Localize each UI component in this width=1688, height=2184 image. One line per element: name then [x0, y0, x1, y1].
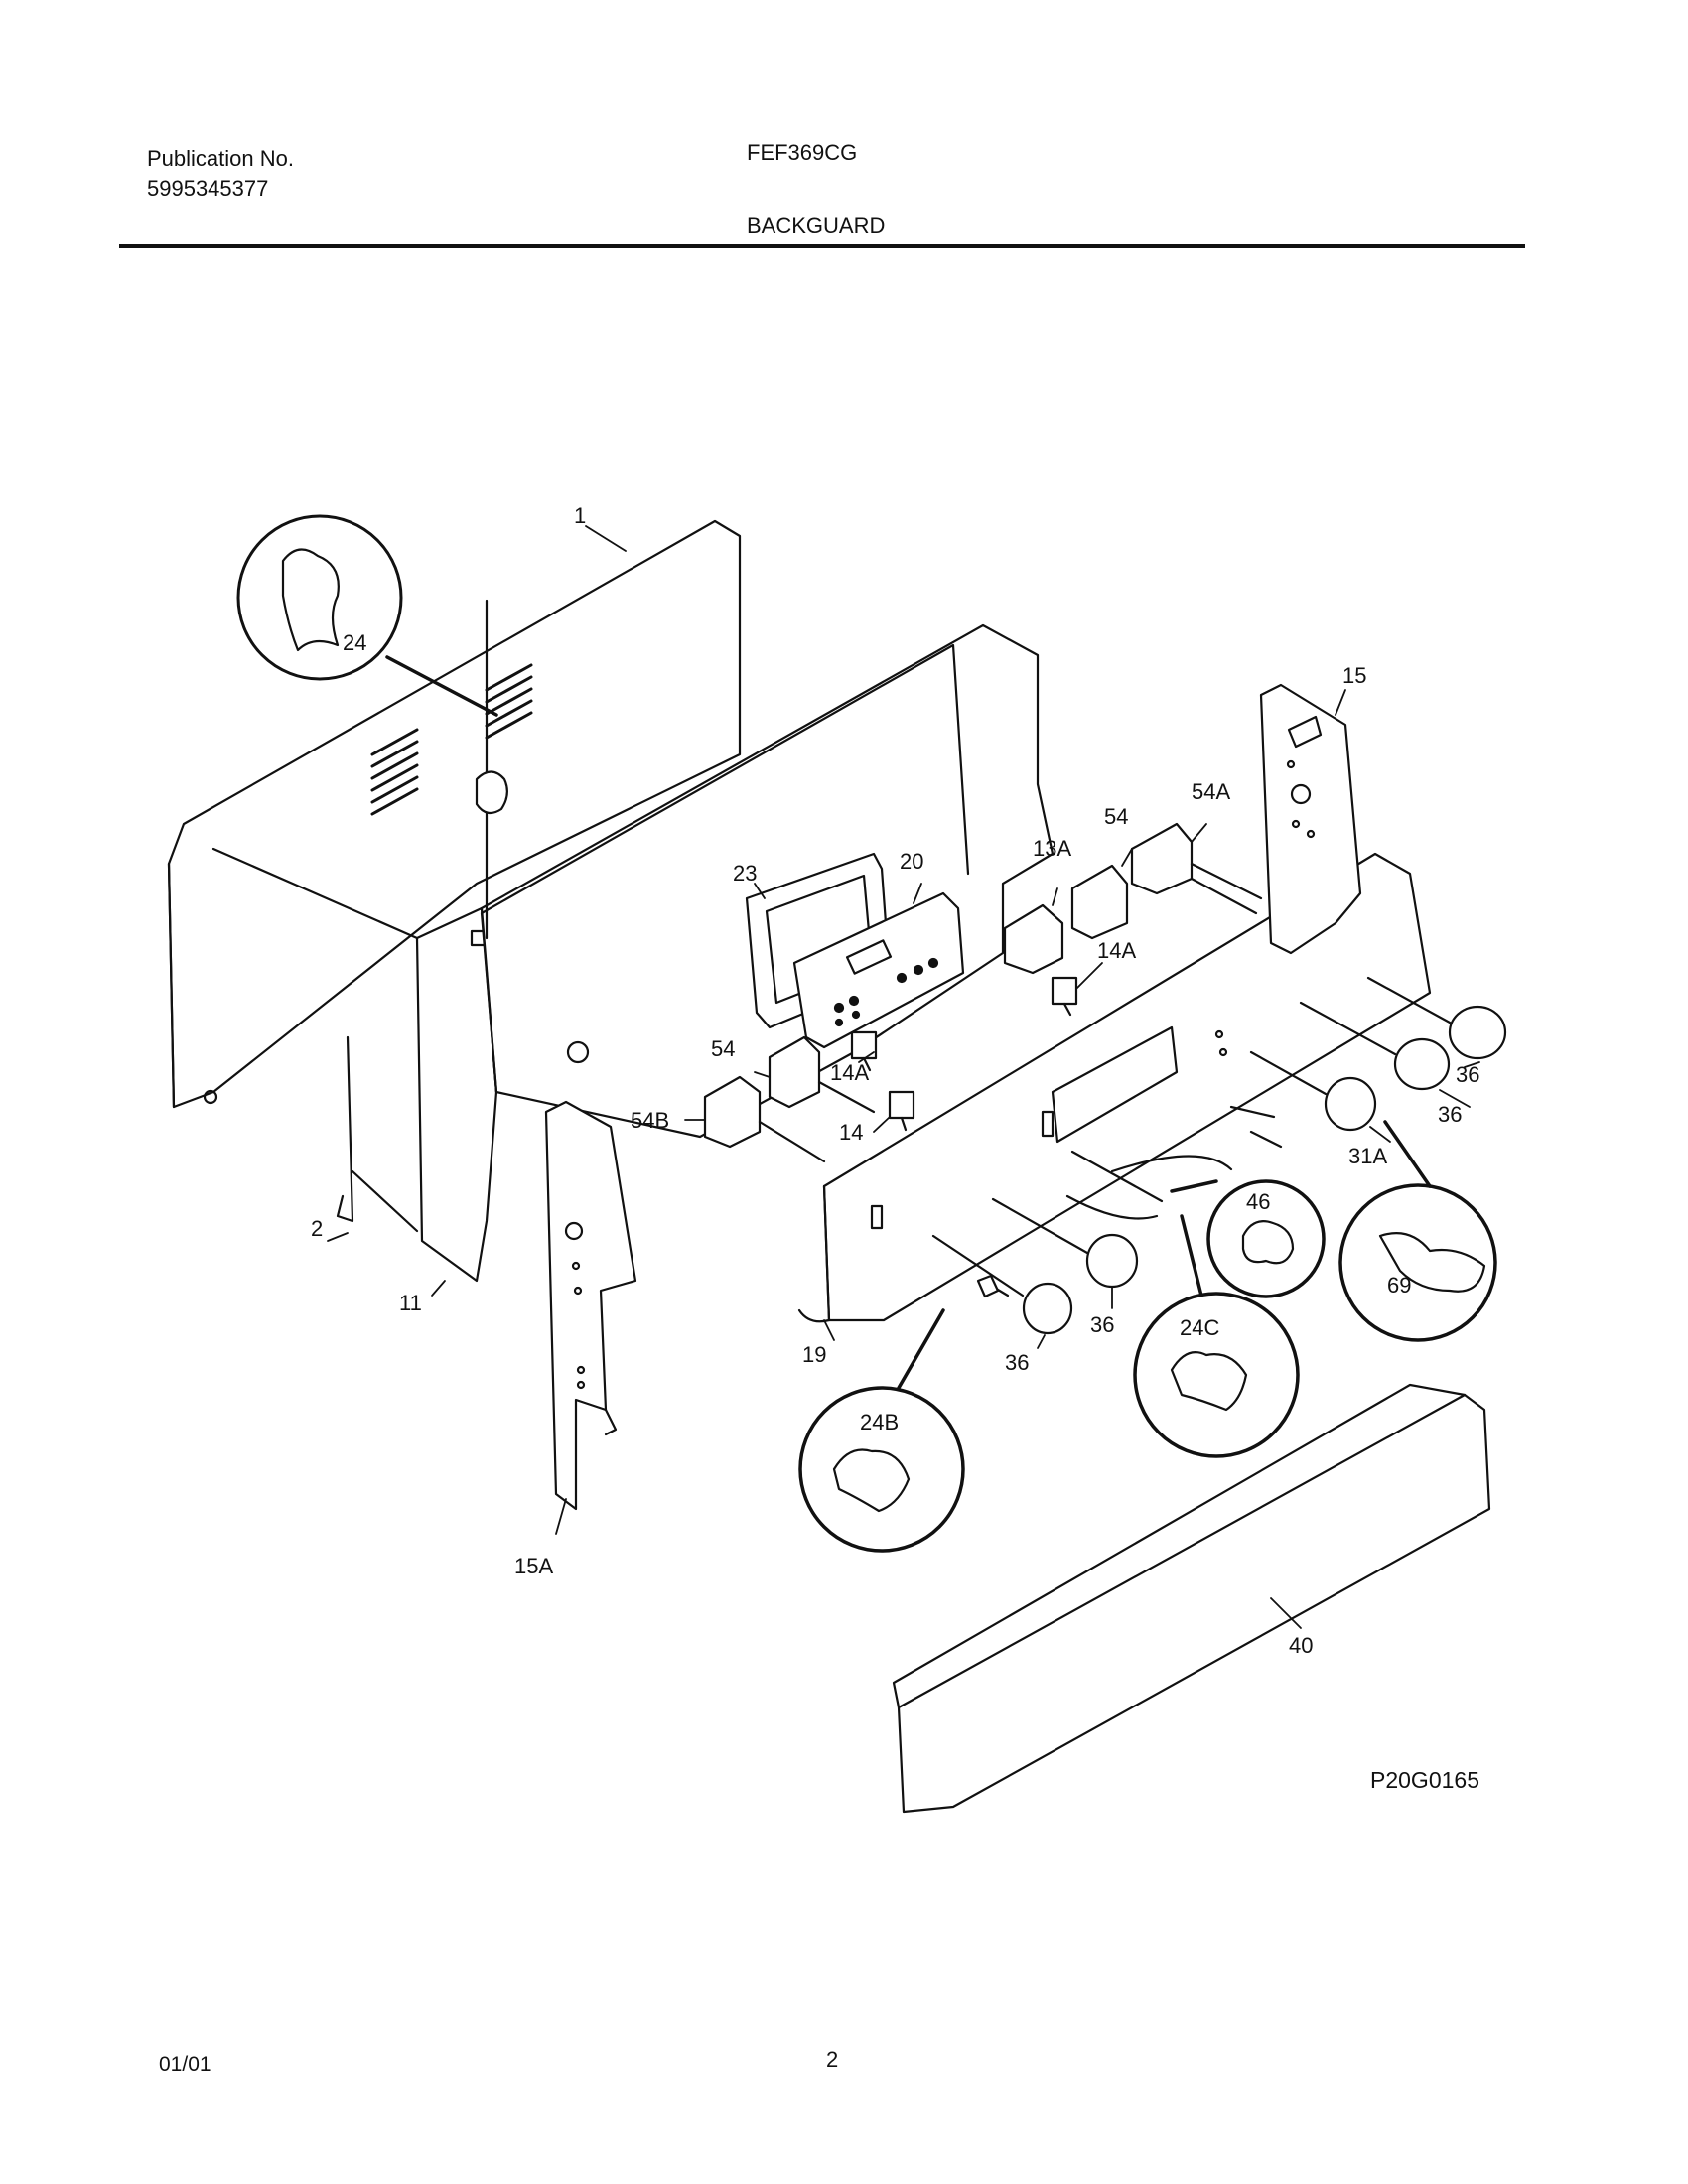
callout-54-upper: 54	[1104, 804, 1128, 829]
callout-20: 20	[900, 849, 923, 874]
callout-36-4: 36	[1005, 1350, 1029, 1375]
wiring	[485, 599, 1283, 1297]
callout-24C: 24C	[1180, 1315, 1219, 1340]
detail-46	[1170, 1179, 1326, 1298]
part-54-relay-lower	[768, 1035, 876, 1114]
callout-15A: 15A	[514, 1554, 553, 1578]
callout-40: 40	[1289, 1633, 1313, 1658]
leader-lines	[327, 525, 1480, 1629]
callout-54B: 54B	[631, 1108, 669, 1133]
part-36-knob-2	[1299, 1001, 1451, 1091]
callout-11: 11	[399, 1291, 422, 1315]
callout-54A: 54A	[1192, 779, 1230, 804]
callout-labels: 1 24 15 54A 54 13A 23 20 14A 14A 54 54B …	[311, 503, 1479, 1658]
header-rule	[119, 244, 1525, 248]
part-15-right-bracket	[1259, 683, 1362, 955]
callout-13A: 13A	[1033, 836, 1071, 861]
part-13A-relay	[1003, 903, 1064, 975]
part-15A-left-bracket	[544, 1100, 637, 1511]
part-36-knob-3	[991, 1197, 1139, 1289]
part-54B-relay	[703, 1075, 826, 1163]
publication-label: Publication No.	[147, 146, 294, 171]
publication-number: 5995345377	[147, 176, 269, 201]
callout-15: 15	[1342, 663, 1366, 688]
part-1-rear-cover	[167, 519, 742, 1109]
callout-46: 46	[1246, 1189, 1270, 1214]
callout-69: 69	[1387, 1273, 1411, 1297]
part-36-knob-1	[1366, 976, 1507, 1060]
detail-69	[1338, 1120, 1497, 1342]
callout-19: 19	[802, 1342, 826, 1367]
callout-24: 24	[343, 630, 366, 655]
callout-14A-right: 14A	[1097, 938, 1136, 963]
part-2-side-bracket	[336, 1035, 419, 1233]
detail-24	[236, 514, 508, 815]
footer-date: 01/01	[159, 2053, 211, 2076]
part-31A-knob	[1249, 1050, 1377, 1132]
detail-24C	[1133, 1214, 1300, 1458]
callout-36-2: 36	[1438, 1102, 1462, 1127]
callout-36-1: 36	[1456, 1062, 1479, 1087]
part-19-control-panel	[480, 623, 1432, 1323]
part-14A-switch-center	[850, 1030, 878, 1072]
figure-id: P20G0165	[1370, 1767, 1479, 1793]
callout-23: 23	[733, 861, 757, 886]
callout-14: 14	[839, 1120, 863, 1145]
part-54A-relay	[1130, 822, 1263, 915]
part-36-knob-4	[931, 1234, 1073, 1335]
callout-1: 1	[574, 503, 586, 528]
part-40-trim	[892, 1383, 1491, 1814]
callout-36-3: 36	[1090, 1312, 1114, 1337]
callout-2: 2	[311, 1216, 323, 1241]
callout-54-lower: 54	[711, 1036, 735, 1061]
part-14A-switch-right	[1051, 976, 1078, 1017]
model-number: FEF369CG	[747, 140, 858, 165]
part-20-control-board	[792, 891, 965, 1049]
part-54-relay-upper	[1070, 864, 1129, 940]
part-14-switch	[888, 1090, 915, 1132]
callout-14A-center: 14A	[830, 1060, 869, 1085]
callout-31A: 31A	[1348, 1144, 1387, 1168]
page-number: 2	[826, 2047, 839, 2072]
section-title: BACKGUARD	[747, 213, 886, 238]
detail-24B	[798, 1274, 1000, 1553]
callout-24B: 24B	[860, 1410, 899, 1434]
